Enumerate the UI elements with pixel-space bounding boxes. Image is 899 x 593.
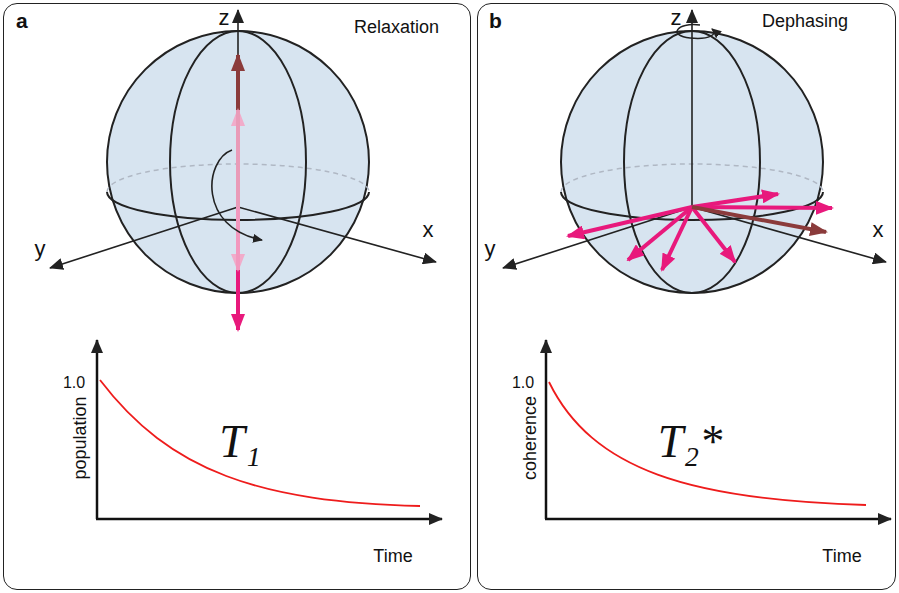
axis-label: x bbox=[873, 219, 884, 241]
y-axis bbox=[50, 207, 238, 268]
z-axis bbox=[691, 10, 693, 207]
plot-axis-title: coherence bbox=[521, 396, 539, 480]
excited-state-vector bbox=[236, 55, 240, 207]
plot-y-axis bbox=[545, 340, 548, 519]
time-constant: T₁ bbox=[219, 419, 261, 465]
rotation-arrow bbox=[677, 25, 714, 39]
coherence-plot bbox=[545, 340, 891, 519]
y-axis bbox=[503, 207, 692, 268]
decay-curve bbox=[549, 382, 866, 505]
decaying-vector bbox=[236, 207, 240, 270]
axis-label: z bbox=[219, 7, 230, 29]
plot-y-axis bbox=[96, 340, 99, 519]
decaying-vector bbox=[236, 110, 240, 207]
panel-letter: a bbox=[16, 10, 28, 31]
time-constant: T₂* bbox=[658, 419, 723, 465]
phase-vector bbox=[662, 207, 692, 270]
population-plot bbox=[96, 340, 442, 519]
relaxation-arrow bbox=[212, 150, 262, 240]
plot-axis-title: Time bbox=[373, 547, 412, 565]
sphere-outline bbox=[107, 31, 369, 293]
axis-label: z bbox=[671, 7, 682, 29]
x-axis bbox=[692, 207, 886, 262]
phase-vector bbox=[692, 207, 832, 208]
phase-vector bbox=[692, 194, 778, 207]
meridian bbox=[170, 31, 306, 293]
ground-state-vector bbox=[236, 207, 240, 330]
phase-vector bbox=[628, 207, 692, 260]
dephasing-vectors bbox=[568, 194, 832, 270]
panel-heading: Dephasing bbox=[762, 12, 848, 30]
plot-x-axis bbox=[545, 518, 891, 521]
tick-label: 1.0 bbox=[512, 375, 534, 391]
initial-vector bbox=[692, 207, 826, 232]
bloch-sphere-b bbox=[503, 10, 886, 293]
z-axis bbox=[237, 10, 239, 207]
x-axis bbox=[238, 207, 436, 262]
axis-label: y bbox=[35, 238, 46, 260]
plot-axis-title: Time bbox=[822, 547, 861, 565]
panel-frame: b Dephasing bbox=[477, 3, 896, 590]
panel-frame: a Relaxation bbox=[3, 3, 471, 590]
axis-label: x bbox=[423, 219, 434, 241]
decay-curve bbox=[100, 380, 420, 506]
plot-x-axis bbox=[96, 518, 442, 521]
bloch-sphere-a bbox=[50, 10, 436, 330]
axis-label: y bbox=[485, 238, 496, 260]
tick-label: 1.0 bbox=[63, 375, 85, 391]
panel-heading: Relaxation bbox=[354, 18, 439, 36]
plot-axis-title: population bbox=[71, 396, 89, 479]
panel-letter: b bbox=[489, 10, 502, 31]
